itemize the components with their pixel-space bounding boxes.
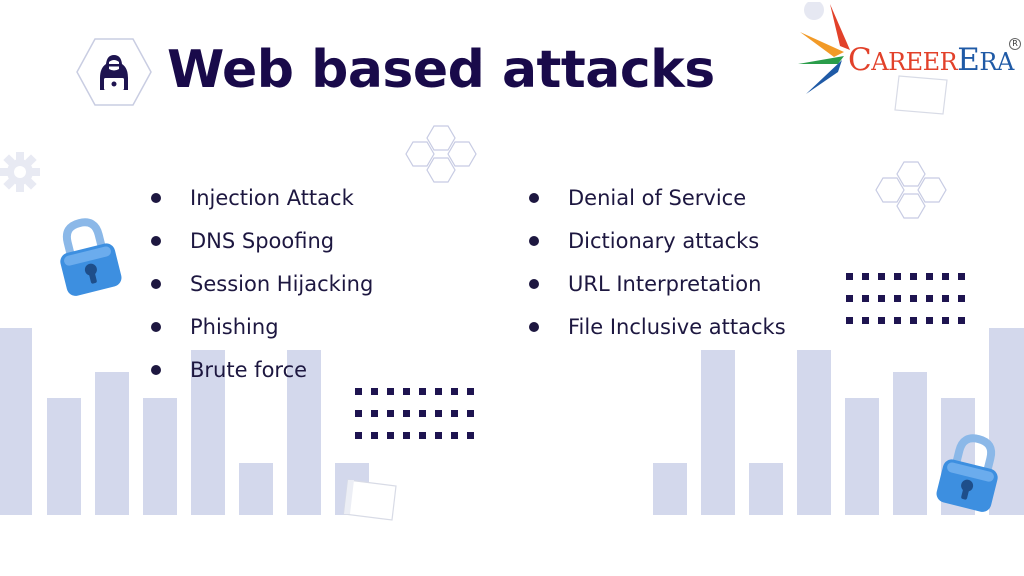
bar [47, 398, 81, 515]
list-item: File Inclusive attacks [529, 314, 786, 357]
bar [653, 463, 687, 515]
padlock-icon [936, 434, 998, 512]
gear-icon [0, 152, 40, 192]
dot-grid [355, 388, 474, 439]
bar [191, 350, 225, 515]
bar [239, 463, 273, 515]
logo-letter-c: C [848, 42, 872, 78]
bar [845, 398, 879, 515]
logo-wordmark: CAREERERA [848, 42, 1014, 78]
list-item: Phishing [151, 314, 373, 357]
bar [143, 398, 177, 515]
hacker-icon [76, 38, 152, 106]
logo-letters-tail: RA [979, 48, 1014, 76]
hexagon-cluster-icon [405, 125, 477, 183]
dot-grid [846, 273, 965, 324]
list-item: Injection Attack [151, 185, 373, 228]
bar [95, 372, 129, 515]
bar [0, 328, 32, 515]
registered-mark: R [1009, 38, 1021, 50]
list-item: Session Hijacking [151, 271, 373, 314]
list-item: Dictionary attacks [529, 228, 786, 271]
list-item: Brute force [151, 357, 373, 400]
logo-letters: AREER [871, 48, 958, 76]
paper-note-icon [894, 75, 948, 115]
left-attack-list: Injection Attack DNS Spoofing Session Hi… [151, 185, 373, 400]
bar [701, 350, 735, 515]
bar [797, 350, 831, 515]
bar [287, 350, 321, 515]
bar [749, 463, 783, 515]
hexagon-cluster-icon [875, 161, 947, 219]
list-item: DNS Spoofing [151, 228, 373, 271]
bar [893, 372, 927, 515]
logo-arrows-icon [798, 2, 850, 94]
paper-note-icon [343, 479, 397, 521]
list-item: URL Interpretation [529, 271, 786, 314]
padlock-icon [60, 218, 122, 296]
logo-letter-e: E [957, 42, 980, 78]
right-attack-list: Denial of Service Dictionary attacks URL… [529, 185, 786, 357]
page-title: Web based attacks [167, 40, 715, 100]
list-item: Denial of Service [529, 185, 786, 228]
